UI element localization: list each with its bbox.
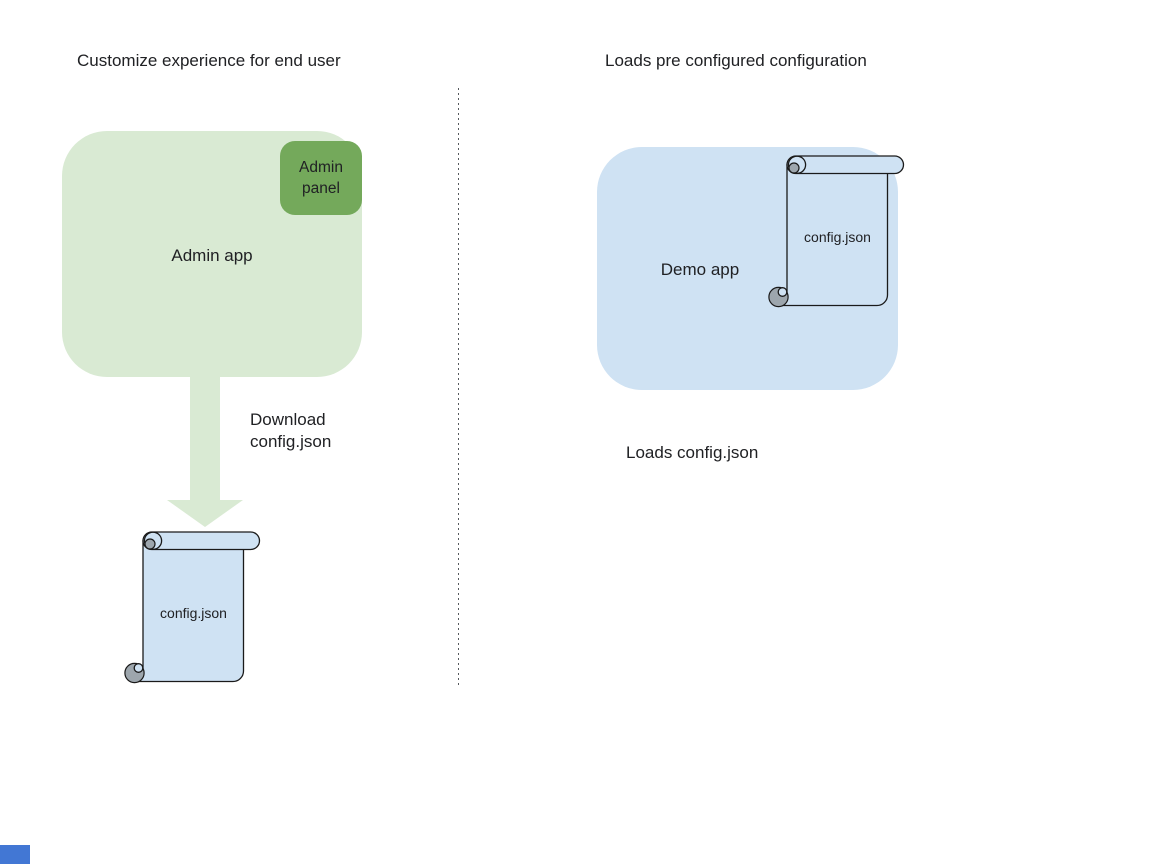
demo-app-label: Demo app [660, 260, 740, 279]
corner-marker [0, 845, 30, 864]
download-arrow-head-icon [167, 500, 243, 527]
config-file-label-left: config.json [160, 605, 227, 621]
section-divider-line [458, 88, 459, 686]
download-config-label: Download config.json [250, 410, 332, 451]
admin-app-label: Admin app [171, 246, 253, 265]
loads-config-label: Loads config.json [626, 443, 759, 462]
download-arrow-shaft [190, 377, 220, 500]
admin-panel-shape [280, 141, 362, 215]
right-section-title: Loads pre configured configuration [605, 51, 867, 70]
admin-panel-label: Admin panel [299, 159, 343, 197]
config-file-label-right: config.json [804, 229, 871, 245]
left-section-title: Customize experience for end user [77, 51, 341, 70]
